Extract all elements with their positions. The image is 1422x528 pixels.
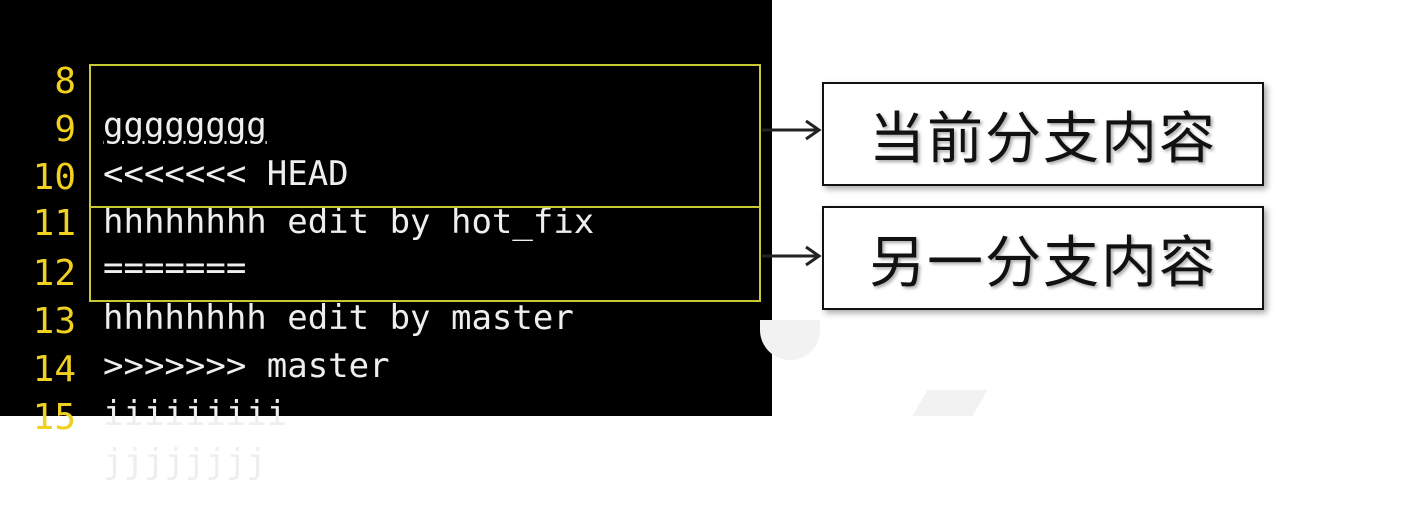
arrow-right-icon bbox=[762, 119, 822, 141]
line-number: 15 bbox=[32, 397, 76, 438]
line-number: 8 bbox=[54, 61, 76, 102]
other-branch-box bbox=[89, 206, 761, 302]
line-text: gggggggg bbox=[103, 106, 267, 146]
line-number: 11 bbox=[32, 203, 76, 244]
editor-line: 9 <<<<<<< HEAD bbox=[0, 64, 348, 194]
line-text: jjjjjjjj bbox=[103, 442, 267, 482]
line-number: 12 bbox=[32, 253, 76, 294]
editor-line: 15 jjjjjjjj bbox=[0, 352, 267, 482]
line-text: iiiiiiiii bbox=[103, 394, 288, 434]
conflict-marker-head: <<<<<<< HEAD bbox=[103, 154, 349, 194]
line-number: 13 bbox=[32, 301, 76, 342]
editor-line: 13 >>>>>>> master bbox=[0, 256, 390, 386]
current-branch-label: 当前分支内容 bbox=[822, 82, 1264, 186]
line-text: hhhhhhhh edit by hot_fix bbox=[103, 202, 595, 242]
other-branch-label: 另一分支内容 bbox=[822, 206, 1264, 310]
editor-line: 8 gggggggg bbox=[0, 16, 266, 146]
line-text: hhhhhhhh edit by master bbox=[103, 298, 574, 338]
editor-line: 11 ======= bbox=[0, 158, 247, 288]
terminal-editor: 8 gggggggg 9 <<<<<<< HEAD 10 hhhhhhhh ed… bbox=[0, 0, 772, 482]
line-number: 10 bbox=[32, 157, 76, 198]
line-number: 14 bbox=[32, 349, 76, 390]
watermark-shape bbox=[912, 390, 988, 416]
arrow-right-icon bbox=[762, 245, 822, 267]
editor-line: 10 hhhhhhhh edit by hot_fix bbox=[0, 112, 595, 242]
current-branch-box bbox=[89, 64, 761, 208]
editor-line: 12 hhhhhhhh edit by master bbox=[0, 208, 574, 338]
editor-line: 14 iiiiiiiii bbox=[0, 304, 288, 434]
conflict-marker-master: >>>>>>> master bbox=[103, 346, 390, 386]
line-number: 9 bbox=[54, 109, 76, 150]
conflict-separator: ======= bbox=[103, 248, 247, 288]
